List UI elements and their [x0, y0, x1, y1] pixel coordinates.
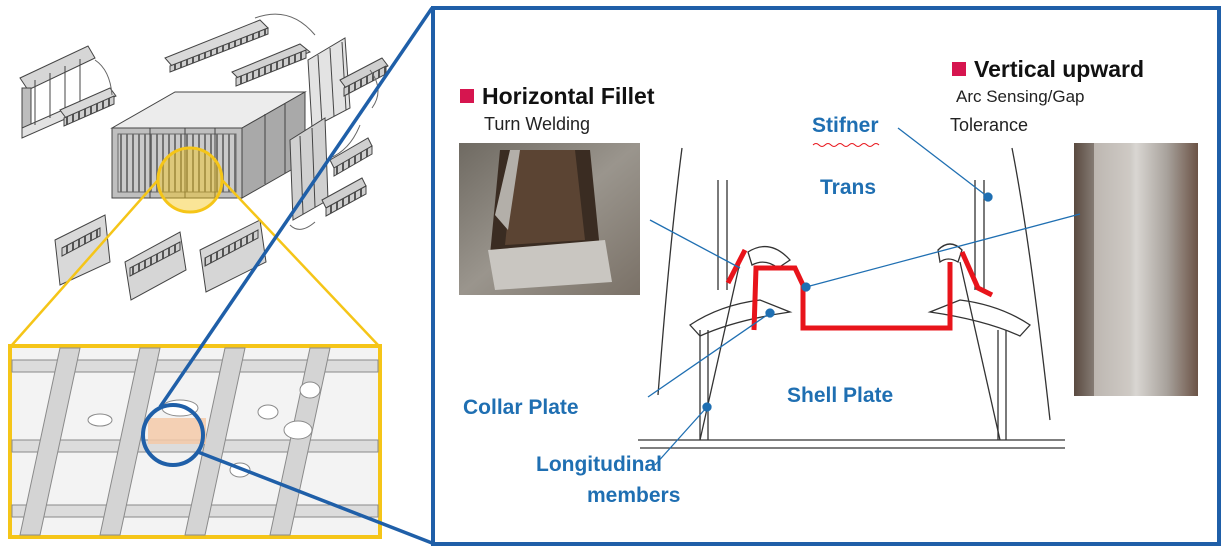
- panel-bottom-2: [124, 231, 187, 301]
- panel-right-upright: [307, 37, 351, 129]
- vertical-upward-subtitle-1: Arc Sensing/Gap: [956, 87, 1085, 106]
- vertical-upward-title: Vertical upward: [952, 56, 1144, 83]
- horizontal-fillet-title-text: Horizontal Fillet: [482, 83, 655, 109]
- collar-plate-drawing: [638, 147, 1065, 449]
- longitudinal-label-line1: Longitudinal: [536, 453, 662, 476]
- horizontal-fillet-subtitle: Turn Welding: [484, 114, 591, 134]
- highlight-circle: [156, 146, 224, 214]
- collar-plate-label: Collar Plate: [463, 396, 579, 419]
- shell-plate-label: Shell Plate: [787, 384, 894, 407]
- vertical-weld-photo: [1074, 143, 1198, 396]
- panel-right-c: [289, 117, 329, 221]
- horizontal-fillet-photo: [459, 143, 640, 295]
- detail-circle: [141, 403, 205, 467]
- longitudinal-label-line2: members: [587, 484, 681, 507]
- vertical-upward-subtitle-2: Tolerance: [950, 115, 1029, 135]
- exploded-block-assembly: [19, 13, 389, 301]
- trans-label: Trans: [820, 176, 877, 199]
- horizontal-fillet-title: Horizontal Fillet: [460, 83, 655, 110]
- panel-top-mid: [164, 19, 269, 73]
- leader-lines: [647, 127, 1081, 466]
- panel-bottom-1: [54, 214, 111, 286]
- red-square-bullet-icon: [460, 89, 474, 103]
- zoomed-grid-panel: [8, 344, 382, 539]
- vertical-upward-title-text: Vertical upward: [974, 56, 1145, 82]
- panel-right-d: [321, 137, 373, 217]
- stiffener-label: Stifner: [812, 114, 879, 137]
- panel-left-mid: [59, 87, 117, 127]
- panel-bottom-3: [199, 219, 267, 293]
- panel-top-left: [19, 45, 96, 139]
- panel-top-right-a: [231, 43, 311, 87]
- collar-highlight: [148, 418, 206, 444]
- red-square-bullet-icon: [952, 62, 966, 76]
